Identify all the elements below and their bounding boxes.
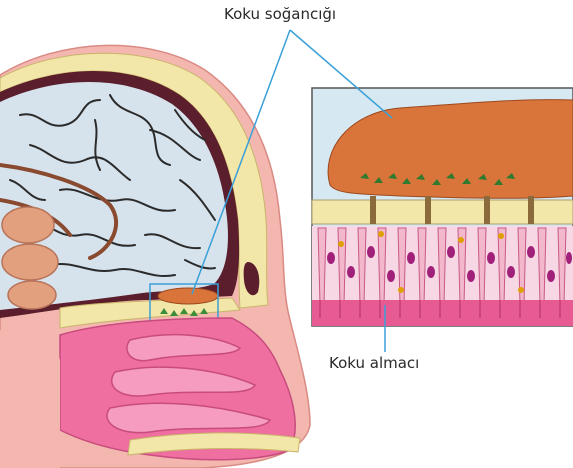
brainstem — [2, 207, 58, 309]
label-olfactory-bulb: Koku soğancığı — [224, 5, 336, 23]
mucus-layer — [312, 300, 573, 326]
label-olfactory-receptor: Koku almacı — [329, 354, 419, 372]
head-cross-section — [0, 45, 310, 468]
zoomed-epithelium — [312, 88, 573, 326]
olfactory-bulb-small — [158, 288, 218, 304]
neck-area — [0, 330, 60, 468]
